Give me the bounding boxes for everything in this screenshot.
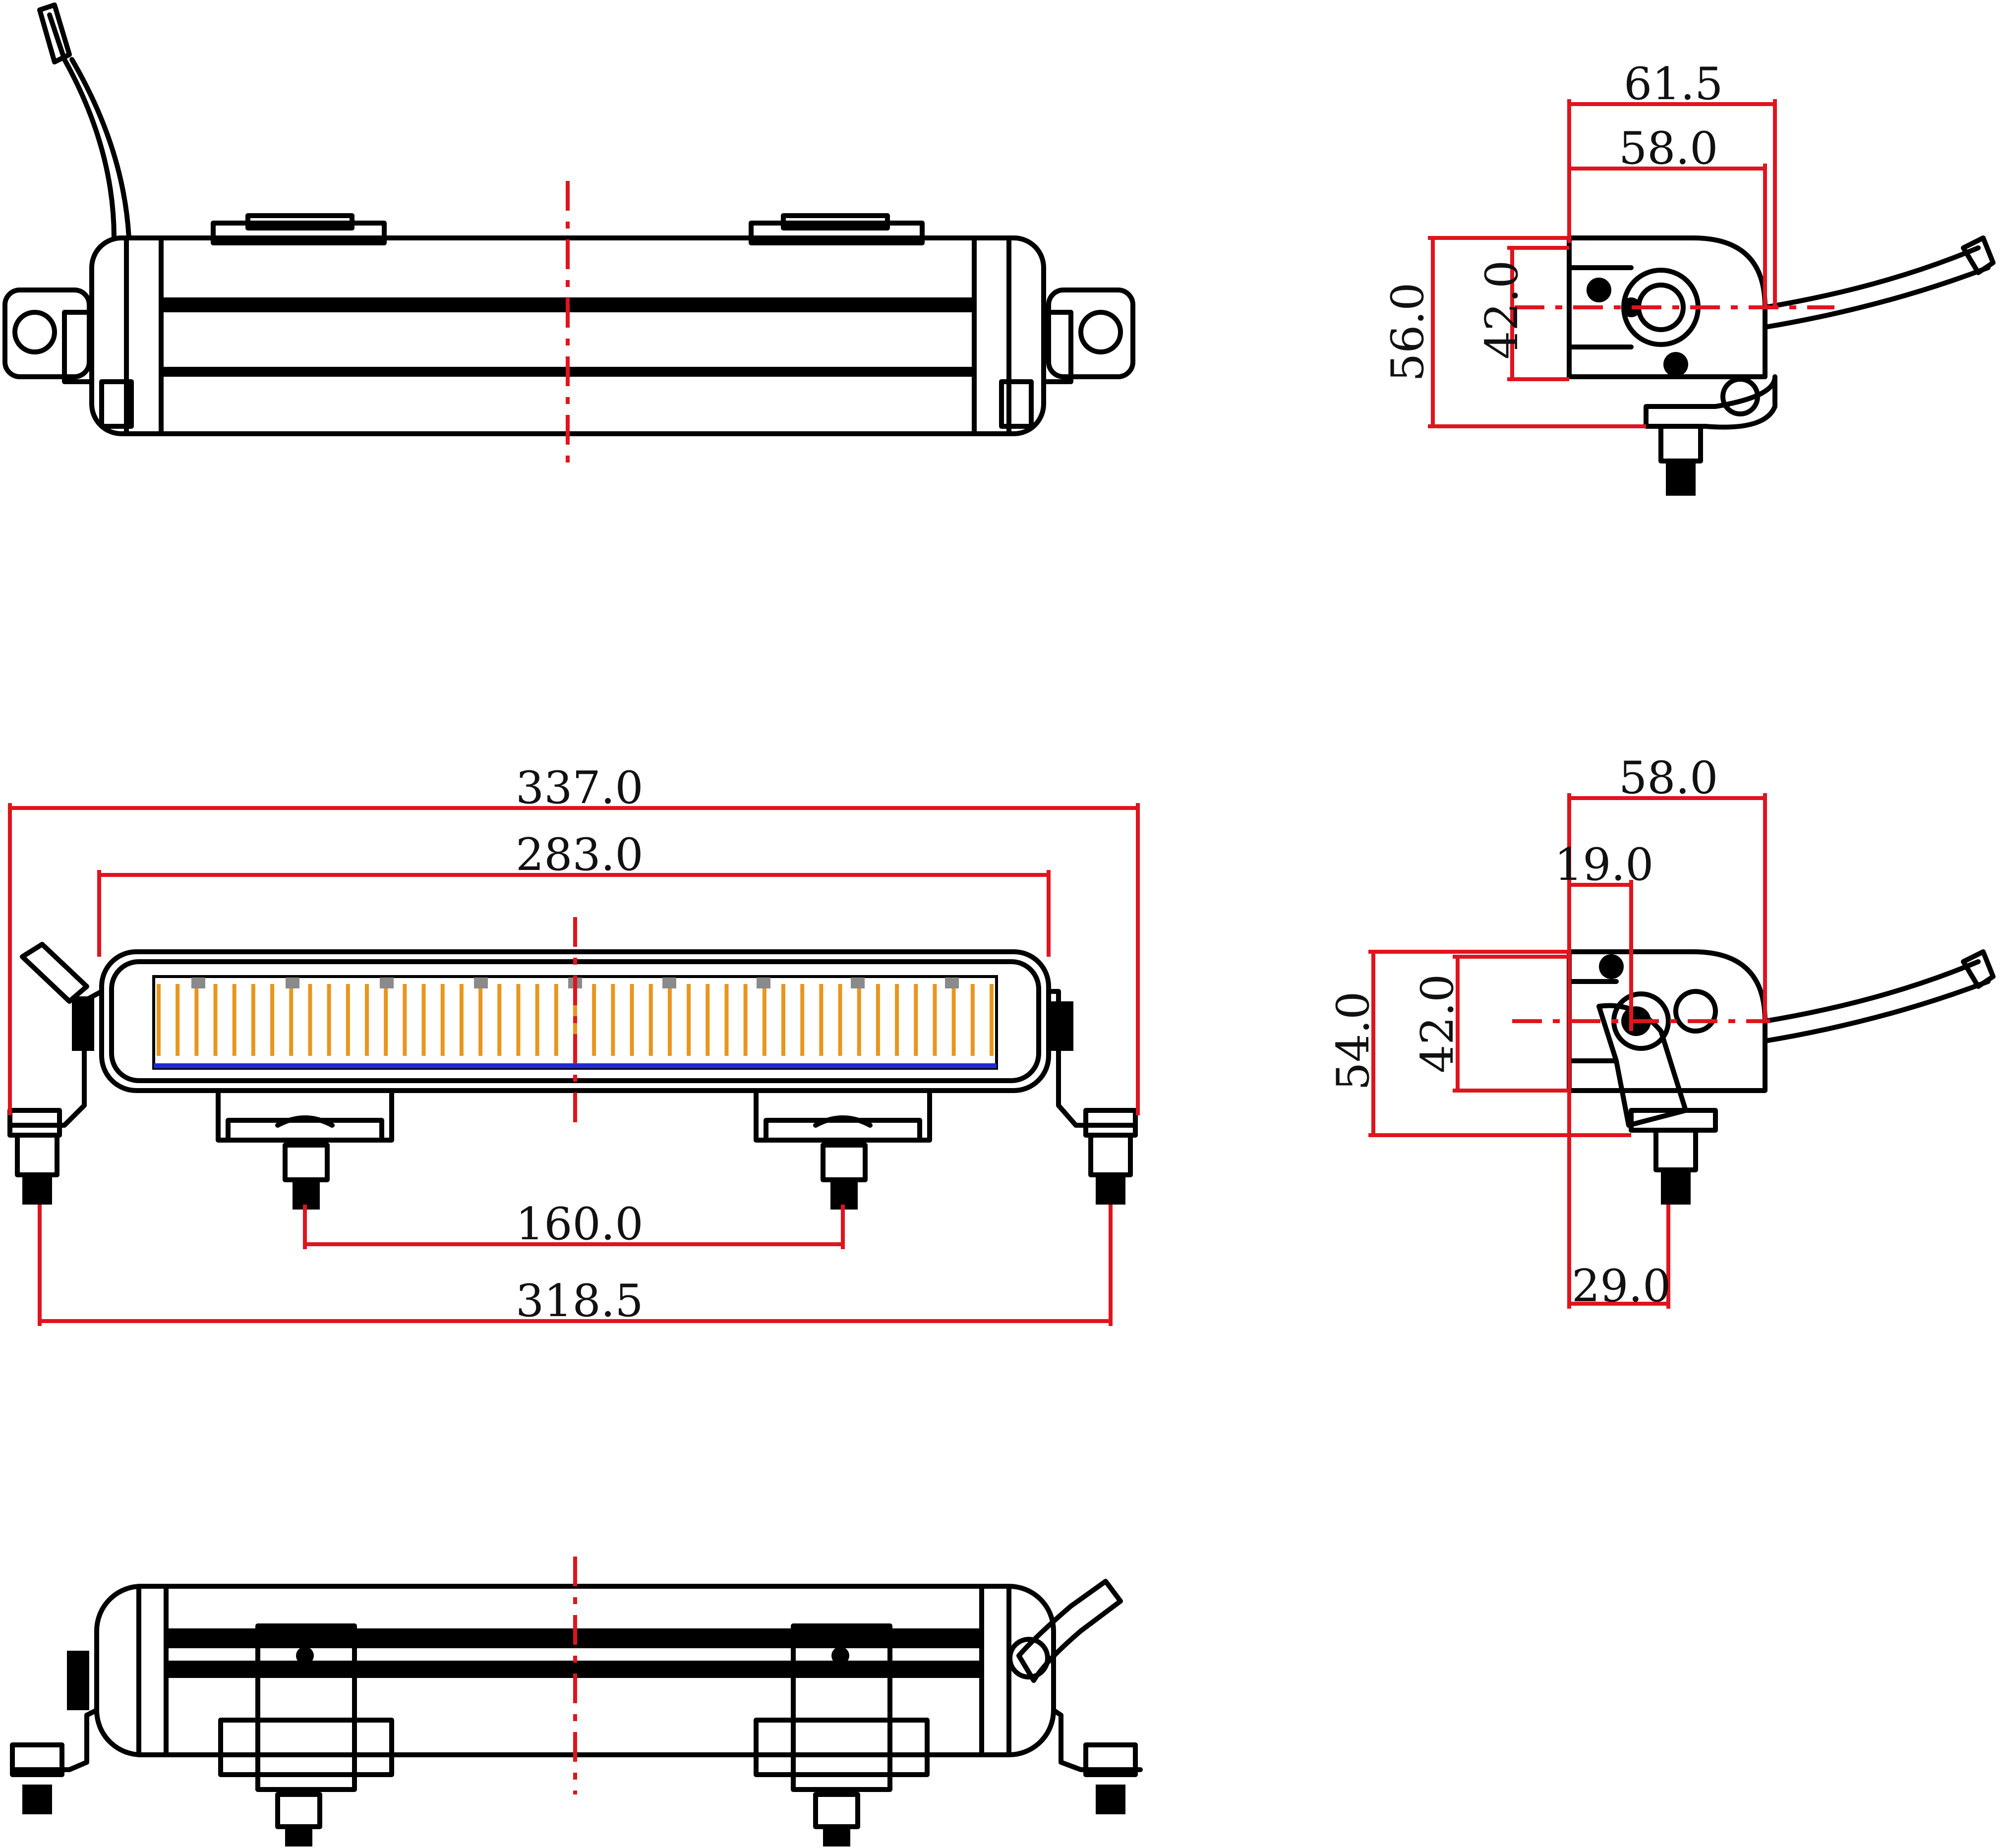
bolt-right-bracket: [821, 1143, 868, 1210]
dim-side-top-height-outer: 56.0: [1382, 283, 1434, 382]
mount-ear-left: [2, 288, 92, 379]
dim-front-overall: 337.0: [516, 762, 644, 814]
dim-front-mount-spacing: 318.5: [516, 1275, 644, 1327]
dim-side-top-inner: 58.0: [1619, 122, 1718, 174]
led-array: [157, 978, 994, 1056]
mount-ear-right: [1046, 288, 1135, 379]
bottom-bracket-right: [791, 1623, 892, 1792]
cable: [47, 12, 117, 240]
dimension-lines: [8, 99, 1834, 1326]
side-view-upper: [1567, 235, 1996, 496]
top-bracket-right: [749, 221, 925, 245]
bottom-view: [10, 1557, 1143, 1847]
led-mount-point: [945, 978, 959, 988]
dim-side-top-outer: 61.5: [1624, 58, 1723, 110]
dim-front-housing: 283.0: [516, 829, 644, 881]
bolt-left-bracket: [283, 1143, 330, 1210]
dim-side-front-width: 58.0: [1619, 752, 1718, 804]
bottom-bracket-left: [255, 1623, 357, 1792]
dim-side-front-height-outer: 54.0: [1327, 991, 1379, 1091]
led-mount-point: [851, 978, 865, 988]
front-housing: [99, 949, 1051, 1093]
dim-side-front-height-inner: 42.0: [1412, 974, 1464, 1073]
led-mount-point: [380, 978, 394, 988]
led-mount-point: [191, 978, 205, 988]
top-view: [2, 2, 1135, 471]
led-mount-point: [286, 978, 299, 988]
dim-front-bracket-spacing: 160.0: [516, 1198, 644, 1250]
dim-side-front-offset-top: 19.0: [1554, 839, 1653, 891]
front-view: [7, 917, 1138, 1210]
top-bracket-left: [211, 221, 387, 245]
led-mount-point: [757, 978, 770, 988]
dim-side-top-height-inner: 42.0: [1476, 260, 1528, 359]
led-mount-point: [474, 978, 488, 988]
dim-side-front-offset-bottom: 29.0: [1572, 1260, 1671, 1312]
led-mount-point: [662, 978, 676, 988]
side-mount-right: [1046, 989, 1138, 1128]
